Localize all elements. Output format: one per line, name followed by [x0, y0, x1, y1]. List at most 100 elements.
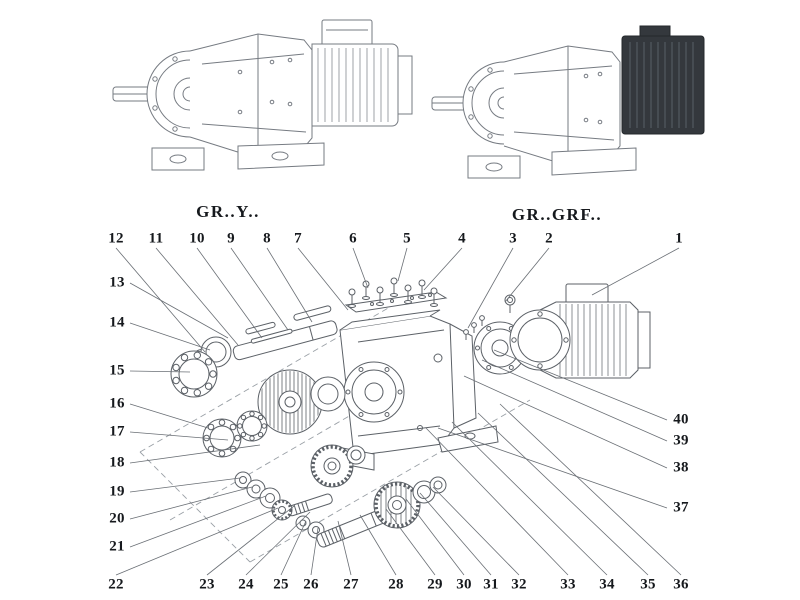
leader-line-8 [266, 247, 313, 323]
ball-bearing-1 [202, 418, 242, 458]
leader-line-11 [155, 247, 239, 346]
leader-line-23 [206, 505, 295, 576]
leader-line-5 [397, 247, 408, 282]
part-callout-24: 24 [238, 576, 254, 593]
part-callout-4: 4 [458, 230, 466, 247]
assembled-view-gr-y [112, 19, 413, 171]
leader-line-32 [432, 486, 520, 576]
part-callout-26: 26 [303, 576, 319, 593]
gear-housing [331, 309, 499, 471]
part-callout-33: 33 [560, 576, 576, 593]
leader-line-25 [280, 520, 307, 576]
ring-gear [310, 376, 346, 412]
part-callout-8: 8 [263, 230, 271, 247]
part-callout-31: 31 [483, 576, 499, 593]
part-callout-27: 27 [343, 576, 359, 593]
part-callout-35: 35 [640, 576, 656, 593]
leader-line-36 [499, 403, 682, 576]
exploded-view [139, 277, 651, 563]
variant-label-gr-y: GR..Y.. [196, 202, 260, 221]
part-callout-20: 20 [109, 510, 125, 527]
leader-line-18 [129, 444, 261, 464]
part-callout-6: 6 [349, 230, 357, 247]
leader-line-16 [129, 403, 209, 429]
part-callout-39: 39 [673, 432, 689, 449]
leader-line-21 [129, 495, 267, 548]
part-callout-12: 12 [108, 230, 124, 247]
leader-line-33 [425, 427, 569, 576]
part-callout-5: 5 [403, 230, 411, 247]
part-callout-28: 28 [388, 576, 404, 593]
part-callout-13: 13 [109, 274, 125, 291]
leader-line-24 [245, 511, 311, 576]
leader-line-40 [493, 349, 668, 421]
leader-line-15 [129, 370, 191, 373]
part-callout-2: 2 [545, 230, 553, 247]
pinion-shaft [271, 493, 333, 521]
housing-bolts [348, 277, 438, 308]
intermediate-gear [310, 444, 366, 488]
leader-line-35 [477, 412, 649, 576]
leader-line-29 [385, 508, 436, 576]
roller-bearing [170, 350, 218, 398]
part-callout-14: 14 [109, 314, 125, 331]
leader-line-26 [310, 527, 319, 576]
part-callout-1: 1 [675, 230, 683, 247]
part-callout-10: 10 [189, 230, 205, 247]
output-gear [373, 481, 421, 529]
leader-line-31 [419, 492, 492, 576]
part-callout-36: 36 [673, 576, 689, 593]
leader-line-14 [129, 322, 211, 351]
part-callout-22: 22 [108, 576, 124, 593]
leader-line-34 [451, 421, 608, 576]
leader-line-38 [463, 375, 668, 469]
leader-line-27 [337, 520, 352, 576]
leader-line-22 [115, 507, 279, 576]
assembled-view-gr-grf [431, 25, 705, 179]
leader-line-37 [437, 427, 668, 509]
part-callout-21: 21 [109, 538, 125, 555]
part-callout-16: 16 [109, 395, 125, 412]
leader-line-7 [297, 247, 349, 311]
electric-motor [509, 283, 651, 379]
output-shaft-parts [295, 476, 447, 548]
part-callout-30: 30 [456, 576, 472, 593]
variant-label-gr-grf: GR..GRF.. [511, 205, 603, 224]
leader-line-39 [481, 359, 668, 442]
leader-line-3 [467, 247, 514, 329]
part-callout-38: 38 [673, 459, 689, 476]
part-callout-7: 7 [294, 230, 302, 247]
leader-line-20 [129, 486, 253, 520]
small-fasteners-right [463, 294, 516, 340]
large-helical-gear [257, 369, 323, 435]
leader-line-19 [129, 477, 241, 493]
part-callout-29: 29 [427, 576, 443, 593]
leader-line-1 [591, 247, 680, 296]
part-callout-17: 17 [109, 423, 125, 440]
part-callout-25: 25 [273, 576, 289, 593]
part-callout-3: 3 [509, 230, 517, 247]
leader-line-4 [423, 247, 463, 291]
leader-line-28 [359, 514, 397, 576]
leader-line-9 [230, 247, 289, 331]
part-callout-23: 23 [199, 576, 215, 593]
part-callout-37: 37 [673, 499, 689, 516]
leader-line-10 [196, 247, 263, 339]
part-callout-18: 18 [109, 454, 125, 471]
part-callout-32: 32 [511, 576, 527, 593]
part-callout-9: 9 [227, 230, 235, 247]
leader-line-6 [352, 247, 369, 289]
leader-line-30 [405, 498, 465, 576]
leader-line-13 [129, 282, 229, 339]
eyebolt [504, 294, 516, 313]
leader-line-17 [129, 431, 229, 441]
leader-line-2 [504, 247, 550, 303]
part-callout-34: 34 [599, 576, 615, 593]
ball-bearing-2 [236, 410, 268, 442]
part-callout-11: 11 [148, 230, 164, 247]
part-callout-15: 15 [109, 362, 125, 379]
part-callout-19: 19 [109, 483, 125, 500]
